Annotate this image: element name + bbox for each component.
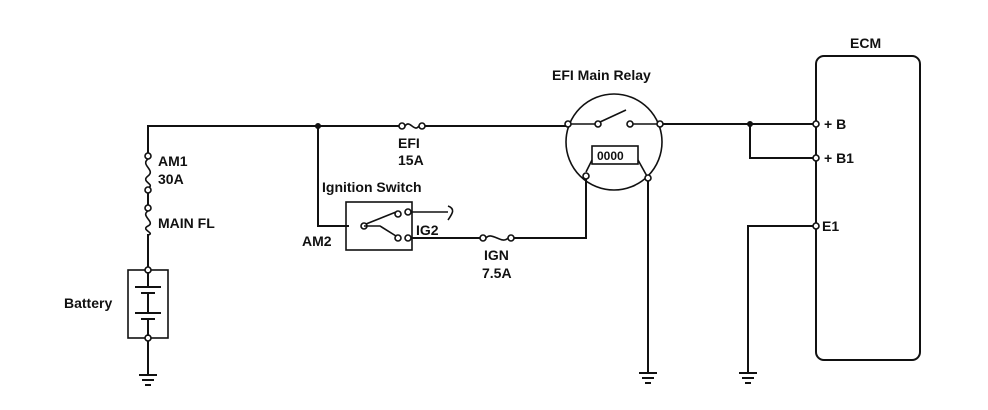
ecm-pin-terminal [812, 120, 820, 128]
efi-main-relay-icon [564, 93, 664, 191]
ign-fuse-rating: 7.5A [482, 265, 512, 281]
main-fusible-link-icon [144, 204, 152, 236]
efi-fuse-icon [398, 122, 426, 130]
junction-dot [315, 123, 321, 129]
am1-fuse-rating: 30A [158, 171, 184, 187]
ignition-switch-icon [345, 201, 454, 251]
efi-fuse-name: EFI [398, 135, 420, 151]
ecm-pin-b1-label: + B1 [824, 150, 854, 166]
main-wiring [147, 123, 815, 375]
ig2-terminal-label: IG2 [416, 222, 439, 238]
ecm-pin-terminal [812, 222, 820, 230]
ign-fuse-icon [479, 234, 515, 242]
ecm-pin-terminal [812, 154, 820, 162]
battery-label: Battery [64, 295, 112, 311]
ground-icon [139, 374, 157, 386]
ecm-box [815, 55, 921, 361]
main-fusible-link-label: MAIN FL [158, 215, 215, 231]
ignition-switch-label: Ignition Switch [322, 179, 422, 195]
battery-icon [127, 266, 169, 342]
efi-fuse-rating: 15A [398, 152, 424, 168]
junction-dot [747, 121, 753, 127]
ign-fuse-name: IGN [484, 247, 509, 263]
am2-terminal-label: AM2 [302, 233, 332, 249]
am1-fuse-icon [144, 152, 152, 194]
relay-coil-symbol: 0000 [597, 149, 624, 163]
ecm-pin-e1-label: E1 [822, 218, 839, 234]
ground-icon [739, 372, 757, 384]
ground-icon [639, 372, 657, 384]
efi-main-relay-label: EFI Main Relay [552, 67, 651, 83]
ecm-pin-b-label: + B [824, 116, 846, 132]
am1-fuse-name: AM1 [158, 153, 188, 169]
ecm-label: ECM [850, 35, 881, 51]
